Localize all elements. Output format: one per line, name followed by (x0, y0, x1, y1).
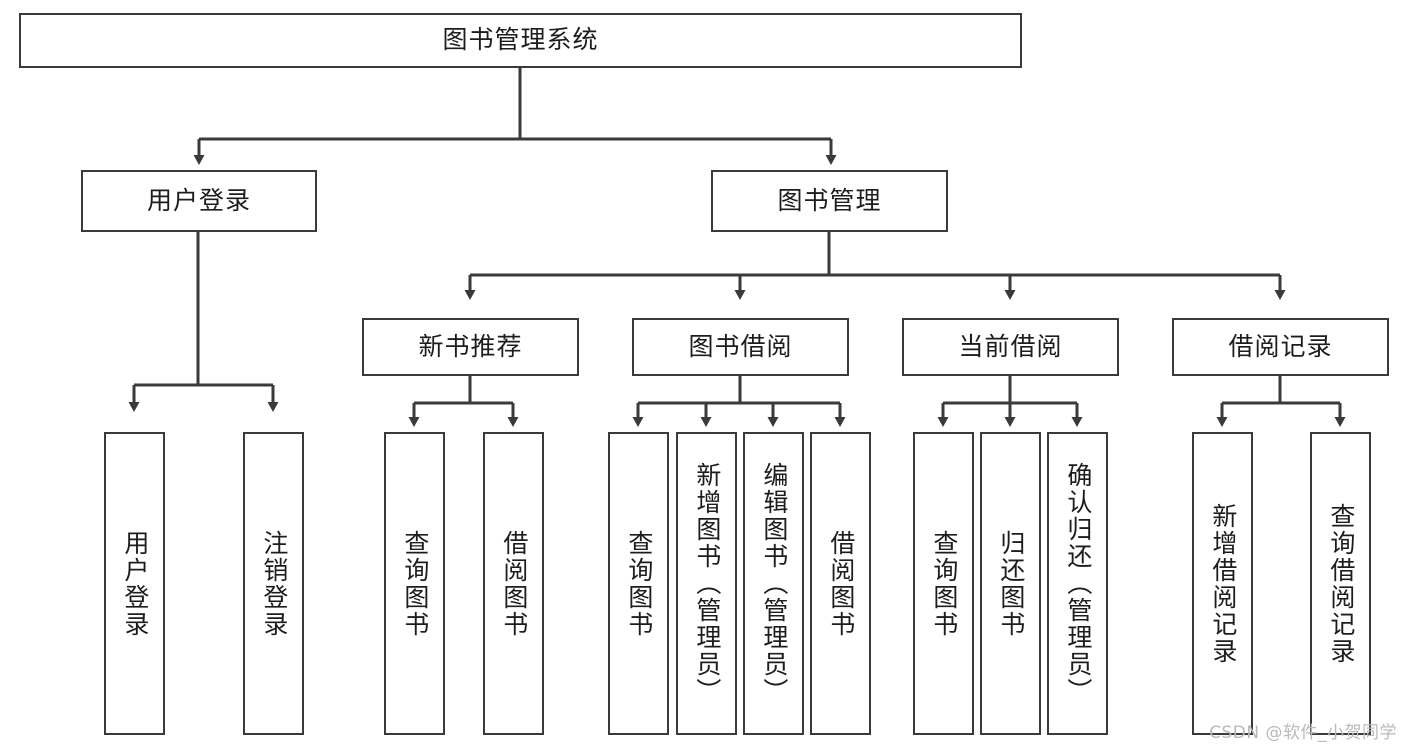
node-label: 查询图书 (929, 529, 959, 638)
leaf-current-borrow-confirm[interactable]: 确认归还（管理员） (1047, 432, 1108, 735)
node-label: 借阅记录 (1228, 331, 1333, 361)
node-label: 新增借阅记录 (1208, 502, 1238, 665)
node-new-book-recommend[interactable]: 新书推荐 (362, 318, 579, 376)
node-label: 查询图书 (624, 529, 654, 638)
node-label: 查询图书 (400, 529, 430, 638)
node-label: 图书管理 (777, 185, 882, 215)
node-label: 新增图书（管理员） (692, 462, 722, 705)
node-label: 查询借阅记录 (1326, 502, 1356, 665)
csdn-watermark: CSDN @软件_小贺同学 (1209, 723, 1397, 743)
leaf-user-login-signin[interactable]: 用户登录 (104, 432, 165, 735)
leaf-new-book-query[interactable]: 查询图书 (384, 432, 445, 735)
node-current-borrow[interactable]: 当前借阅 (902, 318, 1119, 376)
node-label: 新书推荐 (418, 331, 523, 361)
leaf-new-book-borrow[interactable]: 借阅图书 (483, 432, 544, 735)
leaf-book-borrow-add[interactable]: 新增图书（管理员） (676, 432, 737, 735)
node-root-system[interactable]: 图书管理系统 (19, 13, 1022, 68)
node-label: 确认归还（管理员） (1063, 462, 1093, 705)
node-label: 借阅图书 (826, 529, 856, 638)
leaf-current-borrow-return[interactable]: 归还图书 (980, 432, 1041, 735)
leaf-book-borrow-query[interactable]: 查询图书 (608, 432, 669, 735)
node-label: 图书管理系统 (442, 25, 599, 55)
node-label: 编辑图书（管理员） (759, 462, 789, 705)
leaf-borrow-record-query[interactable]: 查询借阅记录 (1310, 432, 1371, 735)
node-book-management[interactable]: 图书管理 (711, 170, 948, 232)
leaf-book-borrow-lend[interactable]: 借阅图书 (810, 432, 871, 735)
node-label: 图书借阅 (688, 331, 793, 361)
leaf-user-login-signout[interactable]: 注销登录 (243, 432, 304, 735)
node-label: 当前借阅 (958, 331, 1063, 361)
node-label: 借阅图书 (499, 529, 529, 638)
leaf-current-borrow-query[interactable]: 查询图书 (913, 432, 974, 735)
node-label: 归还图书 (996, 529, 1026, 638)
node-label: 注销登录 (259, 529, 289, 638)
node-book-borrow[interactable]: 图书借阅 (632, 318, 849, 376)
node-borrow-record[interactable]: 借阅记录 (1172, 318, 1389, 376)
node-label: 用户登录 (120, 529, 150, 638)
node-label: 用户登录 (146, 185, 251, 215)
leaf-book-borrow-edit[interactable]: 编辑图书（管理员） (743, 432, 804, 735)
node-user-login[interactable]: 用户登录 (81, 170, 317, 232)
leaf-borrow-record-add[interactable]: 新增借阅记录 (1192, 432, 1253, 735)
